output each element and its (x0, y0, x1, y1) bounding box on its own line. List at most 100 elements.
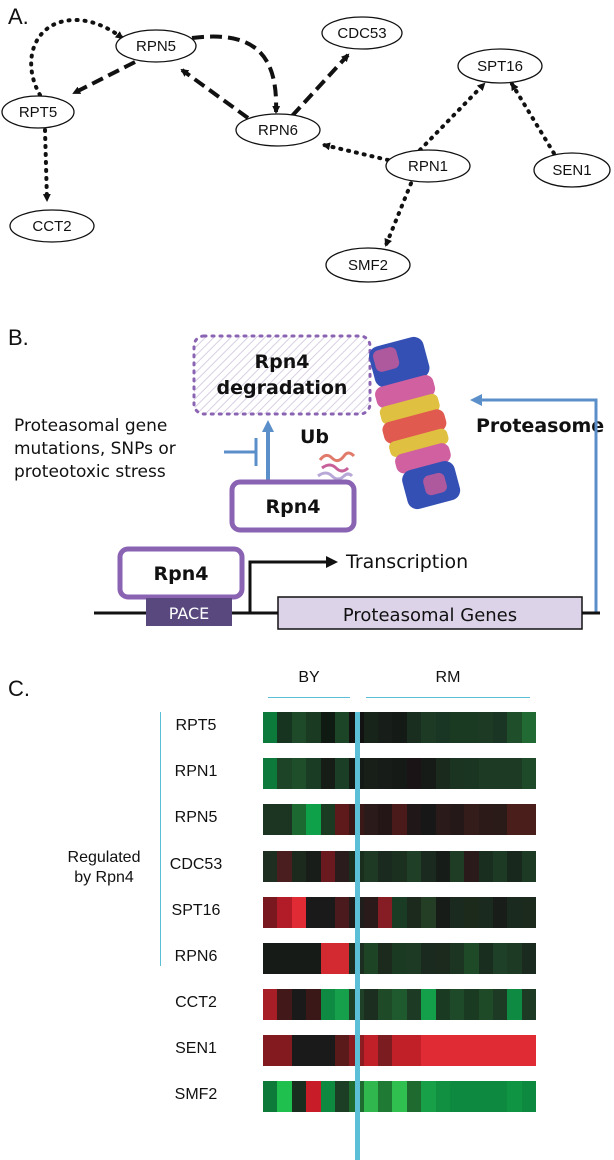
heatmap-cell (421, 989, 436, 1020)
heatmap-cell (363, 804, 378, 835)
heatmap-cell (449, 804, 465, 835)
heatmap-cell (421, 1035, 436, 1066)
heatmap-cell (449, 758, 465, 789)
heatmap-cell (493, 1035, 508, 1066)
edge-rpn1-spt16 (418, 82, 486, 152)
heatmap-cell (406, 758, 422, 789)
heatmap-cell (363, 943, 378, 974)
heatmap-cell (363, 897, 378, 928)
heatmap-cell (507, 804, 522, 835)
heatmap-row (263, 804, 537, 835)
heatmap-cell (378, 1081, 393, 1112)
heatmap-cell (378, 804, 393, 835)
heatmap-cell (435, 712, 450, 743)
node-cdc53: CDC53 (321, 16, 403, 50)
heatmap-cell (363, 712, 378, 743)
heatmap-cell (435, 1081, 450, 1112)
heatmap-cell (392, 758, 407, 789)
heatmap-cell (306, 851, 321, 882)
svg-text:Proteasomal Genes: Proteasomal Genes (343, 605, 517, 626)
svg-text:proteotoxic stress: proteotoxic stress (14, 462, 166, 482)
heatmap-row (263, 897, 537, 928)
heatmap-row (263, 712, 537, 743)
edge-rpn6-rpn5 (180, 68, 250, 120)
heatmap-cell (320, 712, 335, 743)
heatmap-cell (277, 1081, 292, 1112)
heatmap-cell (277, 943, 292, 974)
heatmap-cell (406, 851, 422, 882)
heatmap-cell (478, 851, 493, 882)
heatmap-cell (277, 1035, 292, 1066)
heatmap-cell (378, 943, 393, 974)
heatmap-cell (363, 1081, 378, 1112)
heatmap-cell (392, 989, 407, 1020)
panel-c-letter: C. (8, 676, 30, 701)
heatmap-cell (263, 897, 278, 928)
heatmap-row-label: RPN1 (174, 763, 218, 780)
heatmap-cell (435, 989, 450, 1020)
heatmap-cell (320, 851, 335, 882)
heatmap-row-label: SPT16 (171, 902, 221, 919)
group-rm-label: RM (435, 669, 461, 686)
heatmap-row-label: CCT2 (175, 994, 217, 1011)
heatmap-cell (320, 989, 335, 1020)
heatmap-cell (464, 897, 479, 928)
stress-label: Proteasomal gene mutations, SNPs or prot… (14, 416, 176, 482)
heatmap-cell (392, 897, 407, 928)
heatmap-cell (449, 851, 465, 882)
feedback-arrow (470, 394, 598, 612)
transcription-arrow (248, 556, 338, 612)
heatmap-cell (378, 989, 393, 1020)
heatmap-cell (507, 943, 522, 974)
heatmap-cell (277, 989, 292, 1020)
edge-rpt5-rpn5 (29, 17, 124, 97)
heatmap-cell (449, 1081, 465, 1112)
heatmap-cell (435, 897, 450, 928)
heatmap-cell (507, 851, 522, 882)
heatmap-cell (435, 1035, 450, 1066)
heatmap-cell (449, 712, 465, 743)
heatmap-row-label: SMF2 (174, 1086, 218, 1103)
heatmap-row-label: SEN1 (175, 1040, 217, 1057)
inhibition-arrow (224, 438, 258, 466)
heatmap-cell (493, 804, 508, 835)
heatmap-cell (334, 989, 350, 1020)
heatmap-cell (306, 943, 321, 974)
heatmap-cell (291, 804, 307, 835)
node-spt16: SPT16 (457, 48, 543, 84)
edge-sen1-spt16 (510, 82, 560, 162)
heatmap-cell (291, 1035, 307, 1066)
heatmap-cell (464, 851, 479, 882)
heatmap-cell (464, 712, 479, 743)
heatmap-row-label: CDC53 (169, 856, 223, 873)
heatmap-cell (449, 943, 465, 974)
heatmap-cell (277, 758, 292, 789)
heatmap-cell (306, 1081, 321, 1112)
heatmap-cell (392, 1035, 407, 1066)
svg-text:mutations, SNPs or: mutations, SNPs or (14, 439, 176, 459)
heatmap-cell (493, 897, 508, 928)
heatmap-cell (363, 758, 378, 789)
heatmap-cell (263, 712, 278, 743)
node-rpn6: RPN6 (235, 113, 321, 147)
panel-a-network: RPN5 CDC53 SPT16 RPT5 RPN6 RPN1 SEN1 CCT… (1, 16, 611, 283)
heatmap-cell (291, 943, 307, 974)
proteasome-image (369, 336, 461, 510)
heatmap-cell (521, 1081, 537, 1112)
panel-a-letter: A. (8, 4, 29, 29)
heatmap-cell (464, 758, 479, 789)
heatmap-cell (521, 1035, 537, 1066)
heatmap-cell (263, 943, 278, 974)
heatmap-cell (478, 989, 493, 1020)
heatmap-cell (263, 989, 278, 1020)
edge-rpn6-cdc53 (290, 53, 350, 118)
heatmap-cell (306, 989, 321, 1020)
heatmap-cell (449, 897, 465, 928)
heatmap-cell (464, 943, 479, 974)
heatmap-row (263, 1081, 537, 1112)
heatmap-cell (378, 1035, 393, 1066)
svg-text:SEN1: SEN1 (552, 162, 591, 179)
heatmap-cell (493, 712, 508, 743)
heatmap-row (263, 989, 537, 1020)
rpn4-degradation-box: Rpn4 degradation (192, 334, 372, 416)
